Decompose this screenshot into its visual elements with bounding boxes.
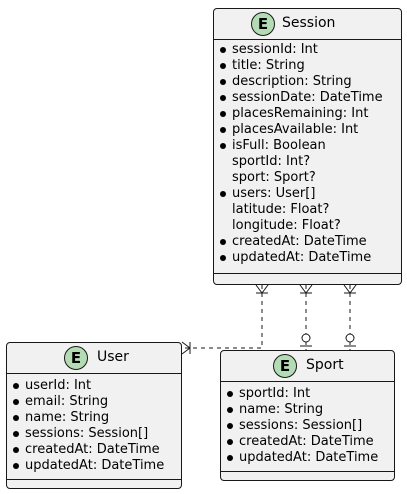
mandatory-bullet-icon (220, 239, 226, 245)
sport-header-divider (221, 381, 394, 382)
mandatory-bullet-icon (220, 63, 226, 69)
mandatory-bullet-icon (13, 383, 19, 389)
session-bottom-divider (214, 273, 401, 274)
session-entity-title: Session (282, 15, 336, 31)
user-header-divider (7, 373, 181, 374)
mandatory-bullet-icon (220, 127, 226, 133)
session-field: title: String (214, 58, 401, 74)
session-field: users: User[] (214, 186, 401, 202)
mandatory-bullet-icon (227, 407, 233, 413)
session-user-relationship (181, 284, 269, 355)
user-entity-header: E User (7, 343, 181, 373)
mandatory-bullet-icon (13, 399, 19, 405)
entity-icon: E (273, 354, 297, 378)
session-field: sessionId: Int (214, 42, 401, 58)
mandatory-bullet-icon (220, 79, 226, 85)
mandatory-bullet-icon (13, 447, 19, 453)
session-field: placesRemaining: Int (214, 106, 401, 122)
mandatory-bullet-icon (220, 255, 226, 261)
session-sport-relationship-2 (343, 284, 357, 350)
session-field: sportId: Int? (232, 154, 311, 169)
session-sport-relationship-1 (299, 284, 313, 350)
user-field-list: userId: Int email: String name: String s… (7, 374, 181, 474)
session-field: sport: Sport? (232, 170, 316, 185)
session-entity-header: E Session (214, 9, 401, 39)
mandatory-bullet-icon (227, 423, 233, 429)
user-bottom-divider (7, 479, 181, 480)
user-field: createdAt: DateTime (7, 442, 181, 458)
sport-field: sportId: Int (221, 386, 394, 402)
mandatory-bullet-icon (220, 191, 226, 197)
mandatory-bullet-icon (13, 431, 19, 437)
session-field: placesAvailable: Int (214, 122, 401, 138)
entity-icon: E (251, 12, 275, 36)
sport-field: updatedAt: DateTime (221, 450, 394, 466)
mandatory-bullet-icon (227, 391, 233, 397)
session-field: updatedAt: DateTime (214, 250, 401, 266)
mandatory-bullet-icon (220, 95, 226, 101)
mandatory-bullet-icon (220, 143, 226, 149)
session-field: isFull: Boolean (214, 138, 401, 154)
session-field: sessionDate: DateTime (214, 90, 401, 106)
session-field: description: String (214, 74, 401, 90)
mandatory-bullet-icon (227, 439, 233, 445)
session-field: latitude: Float? (232, 202, 330, 217)
entity-icon: E (64, 346, 88, 370)
user-entity[interactable]: E User userId: Int email: String name: S… (6, 342, 182, 489)
sport-entity-title: Sport (306, 357, 344, 373)
mandatory-bullet-icon (220, 47, 226, 53)
user-field: updatedAt: DateTime (7, 458, 181, 474)
mandatory-bullet-icon (13, 415, 19, 421)
session-field: longitude: Float? (232, 218, 341, 233)
sport-field-list: sportId: Int name: String sessions: Sess… (221, 382, 394, 466)
mandatory-bullet-icon (13, 463, 19, 469)
sport-entity[interactable]: E Sport sportId: Int name: String sessio… (220, 350, 395, 481)
sport-field: sessions: Session[] (221, 418, 394, 434)
session-entity[interactable]: E Session sessionId: Int title: String d… (213, 8, 402, 285)
user-field: name: String (7, 410, 181, 426)
user-field: userId: Int (7, 378, 181, 394)
sport-entity-header: E Sport (221, 351, 394, 381)
session-field: createdAt: DateTime (214, 234, 401, 250)
user-field: sessions: Session[] (7, 426, 181, 442)
session-field-list: sessionId: Int title: String description… (214, 40, 401, 266)
sport-bottom-divider (221, 471, 394, 472)
user-field: email: String (7, 394, 181, 410)
sport-field: name: String (221, 402, 394, 418)
mandatory-bullet-icon (220, 111, 226, 117)
mandatory-bullet-icon (227, 455, 233, 461)
session-header-divider (214, 39, 401, 40)
user-entity-title: User (97, 349, 129, 365)
sport-field: createdAt: DateTime (221, 434, 394, 450)
